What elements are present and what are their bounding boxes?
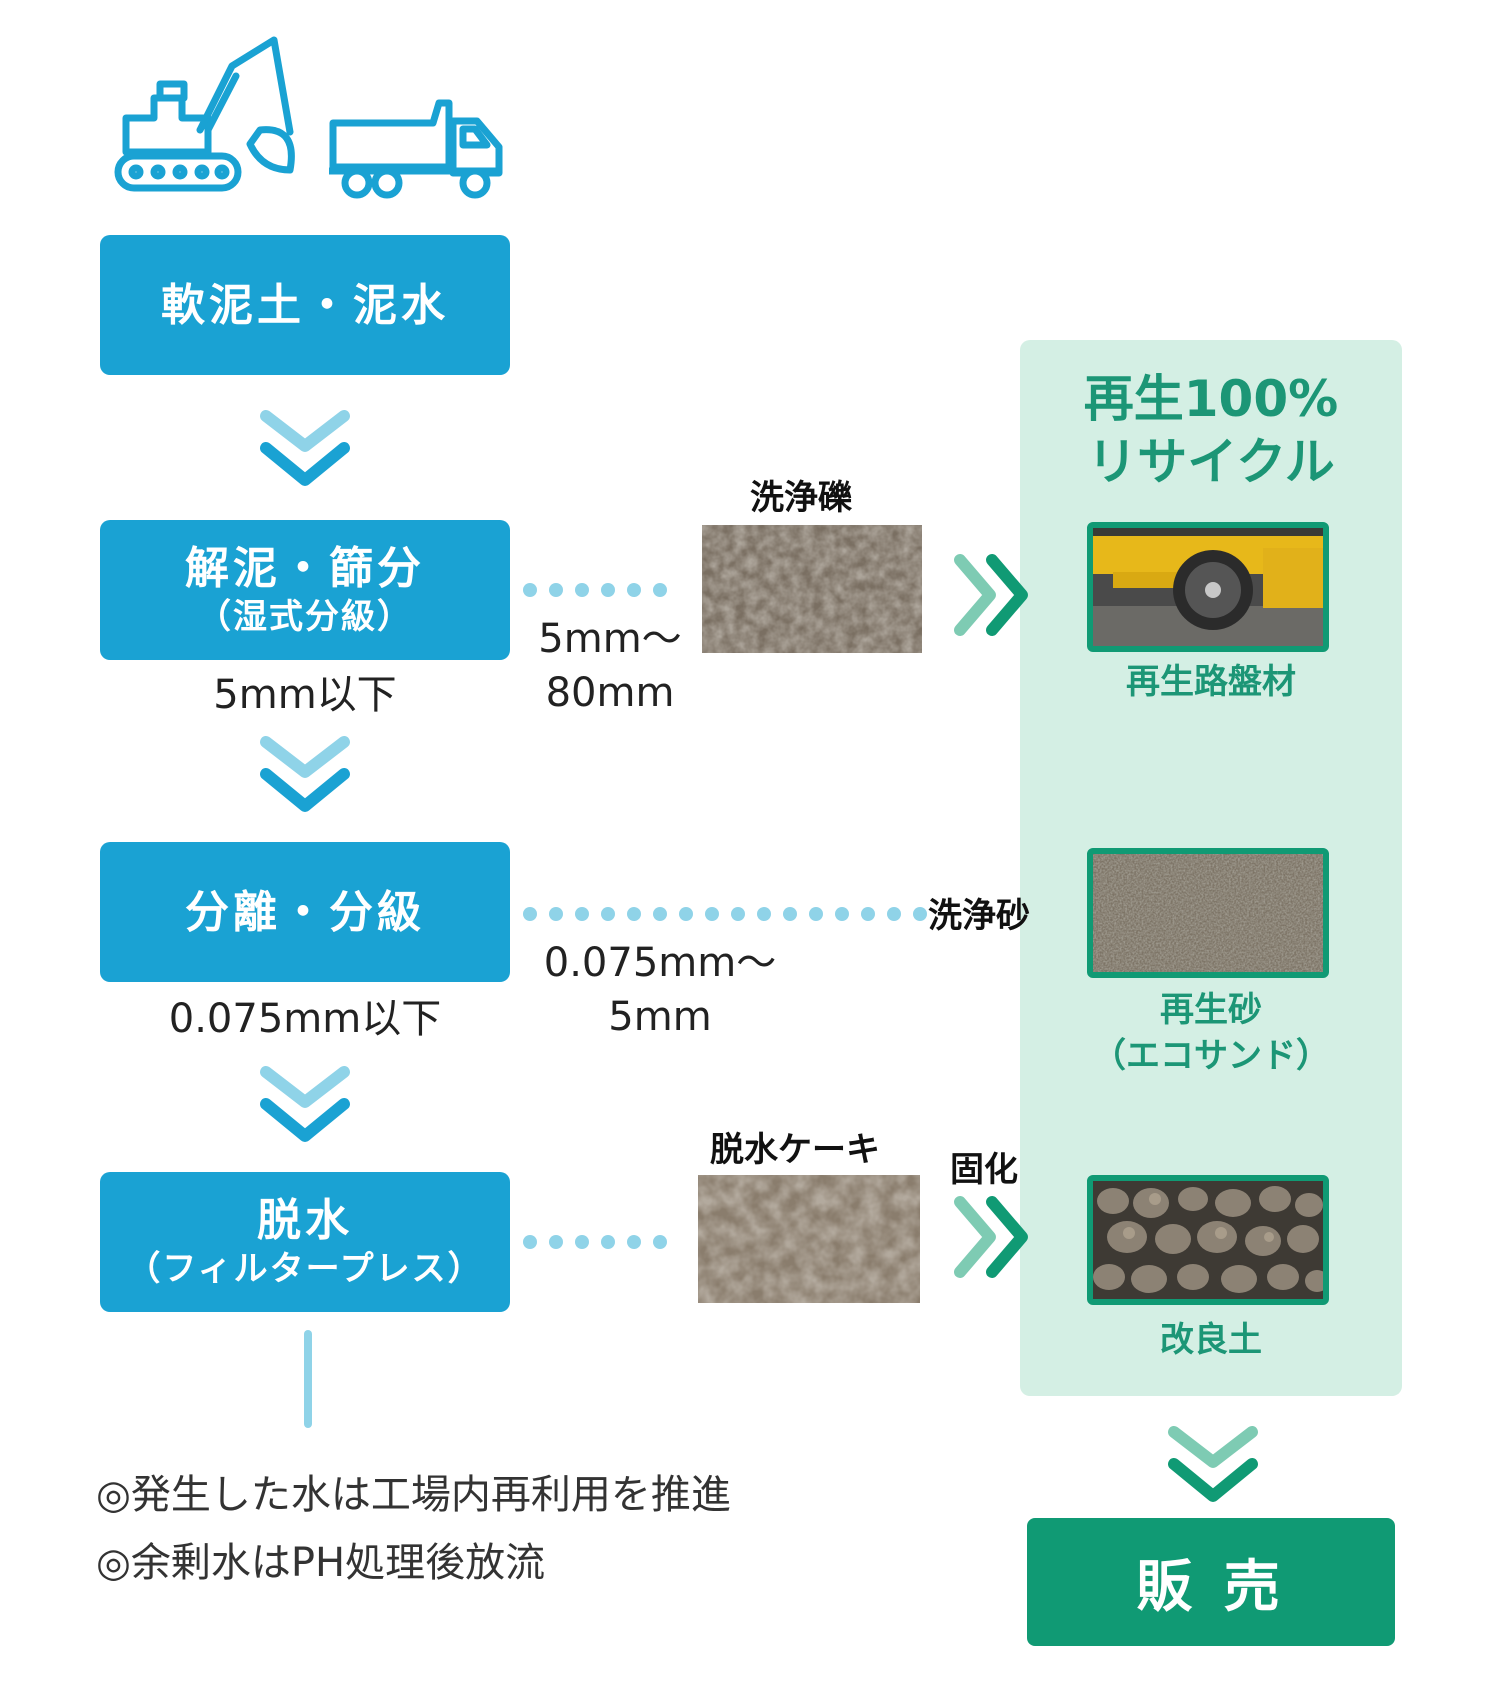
improved-soil-photo	[1087, 1175, 1329, 1305]
product2-line1: 再生砂	[1160, 990, 1262, 1030]
step1-title: 解泥・篩分	[185, 543, 425, 595]
chevron-down-icon	[260, 736, 350, 812]
step1-box: 解泥・篩分 （湿式分級）	[100, 520, 510, 660]
gravel-label: 洗浄礫	[750, 478, 852, 518]
step3-title: 脱水	[257, 1195, 353, 1247]
below-step2-label: 0.075mm以下	[168, 996, 442, 1042]
product2-label: 再生砂 （エコサンド）	[1020, 988, 1402, 1080]
excavator-icon	[114, 36, 295, 192]
sand-label: 洗浄砂	[928, 896, 1030, 936]
note-1: ◎発生した水は工場内再利用を推進	[96, 1472, 731, 1518]
recycle-title-line2: リサイクル	[1087, 432, 1335, 491]
chevron-right-icon	[954, 554, 1028, 636]
recycled-sand-photo	[1087, 848, 1329, 978]
branch1-range: 5mm〜 80mm	[520, 612, 700, 720]
branch1-line1: 5mm〜	[538, 616, 682, 662]
product3-label: 改良土	[1160, 1320, 1262, 1360]
sale-box: 販 売	[1027, 1518, 1395, 1646]
step3-box: 脱水 （フィルタープレス）	[100, 1172, 510, 1312]
branch2-line1: 0.075mm〜	[543, 940, 777, 986]
step1-sub: （湿式分級）	[197, 597, 413, 638]
solidify-label: 固化	[950, 1150, 1018, 1190]
recycle-title: 再生100% リサイクル	[1020, 368, 1402, 493]
gravel-photo	[702, 525, 922, 653]
note-2: ◎余剰水はPH処理後放流	[96, 1540, 546, 1586]
step2-title: 分離・分級	[185, 886, 425, 938]
below-step1-label: 5mm以下	[213, 672, 397, 718]
input-box: 軟泥土・泥水	[100, 235, 510, 375]
branch2-range: 0.075mm〜 5mm	[520, 936, 800, 1044]
dotted-connector	[523, 907, 927, 921]
dotted-connector	[523, 1235, 667, 1249]
dump-truck-icon	[329, 99, 503, 199]
product2-line2: （エコサンド）	[1092, 1035, 1330, 1076]
input-label: 軟泥土・泥水	[161, 279, 449, 331]
cake-label: 脱水ケーキ	[710, 1130, 880, 1170]
chevron-down-icon	[1168, 1426, 1258, 1502]
chevron-down-icon	[260, 410, 350, 486]
cake-photo	[698, 1175, 920, 1303]
chevron-down-icon	[260, 1066, 350, 1142]
chevron-right-icon	[954, 1196, 1028, 1278]
step2-box: 分離・分級	[100, 842, 510, 982]
recycle-title-line1: 再生100%	[1083, 370, 1339, 428]
water-line	[304, 1330, 312, 1428]
road-base-photo	[1087, 522, 1329, 652]
product1-label: 再生路盤材	[1126, 662, 1296, 702]
branch1-line2: 80mm	[545, 670, 675, 716]
step3-sub: （フィルタープレス）	[126, 1249, 484, 1290]
branch2-line2: 5mm	[608, 994, 712, 1040]
dotted-connector	[523, 583, 667, 597]
sale-label: 販 売	[1136, 1554, 1286, 1620]
